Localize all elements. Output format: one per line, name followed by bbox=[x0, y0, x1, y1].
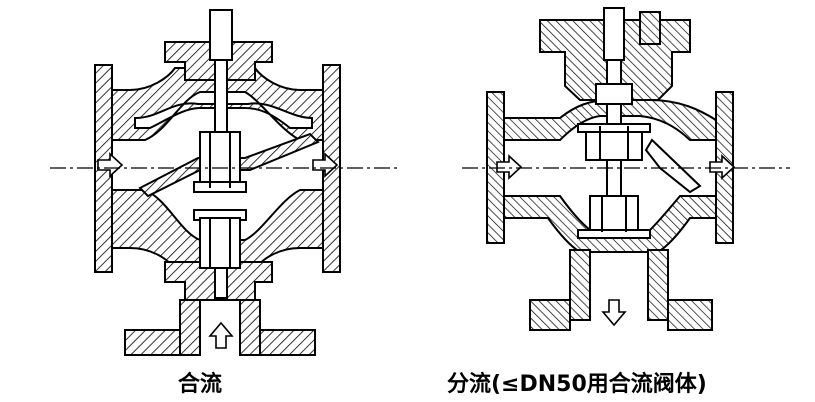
left-inlet-arrow-icon bbox=[97, 152, 124, 178]
right-valve-diverter-plate bbox=[644, 138, 702, 194]
left-outlet-arrow-icon bbox=[312, 152, 339, 178]
right-valve-stem-top bbox=[603, 7, 625, 61]
left-valve-bottom-inlet bbox=[124, 299, 316, 356]
right-valve-lower-plug bbox=[589, 195, 639, 233]
right-valve-mid-stem bbox=[606, 159, 622, 197]
left-valve-lower-body bbox=[111, 189, 324, 271]
left-valve-stem-top bbox=[209, 9, 233, 61]
left-bottom-inlet-arrow-icon bbox=[208, 321, 234, 349]
left-valve-lower-plug bbox=[199, 217, 241, 269]
right-valve-lower-body bbox=[503, 195, 717, 253]
right-outlet-arrow-icon bbox=[709, 154, 736, 180]
right-valve-upper-disc bbox=[577, 123, 651, 133]
right-valve-bottom-neck bbox=[529, 249, 713, 331]
left-valve-upper-plug bbox=[199, 131, 241, 189]
diverting-caption: 分流(≤DN50用合流阀体) bbox=[447, 372, 707, 397]
right-valve-side-cover bbox=[639, 11, 661, 45]
right-bottom-outlet-arrow-icon bbox=[601, 299, 627, 327]
left-valve-lower-stem bbox=[214, 267, 228, 299]
right-valve-lower-disc bbox=[577, 229, 651, 239]
mixing-caption: 合流 bbox=[178, 372, 223, 397]
right-inlet-arrow-icon bbox=[496, 154, 523, 180]
right-valve-bonnet-box bbox=[595, 83, 633, 105]
left-valve-seat-disc bbox=[193, 181, 247, 193]
